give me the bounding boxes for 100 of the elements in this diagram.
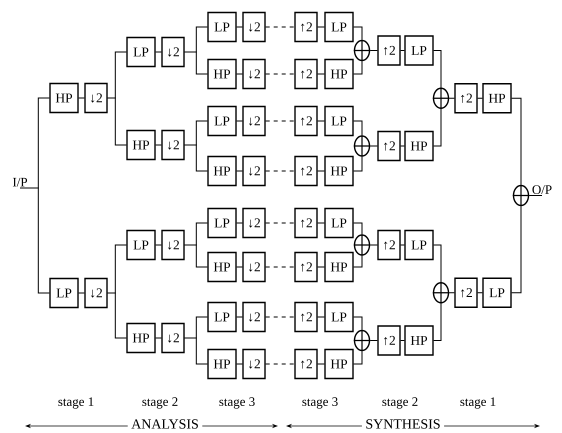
connector-line [236, 120, 243, 122]
stage-label: stage 3 [302, 397, 338, 409]
adder-symbol [432, 86, 450, 110]
filter-box: HP [324, 58, 354, 90]
adder-symbol [353, 329, 371, 352]
filter-box: HP [126, 130, 156, 160]
stage-label: stage 3 [219, 397, 255, 409]
downsampler-box: ↓2 [84, 82, 108, 114]
filter-box: LP [126, 36, 156, 68]
section-label: SYNTHESIS [366, 419, 440, 429]
dashed-line [265, 316, 295, 318]
connector-line [155, 144, 162, 146]
connector-line [317, 120, 325, 122]
connector-line [511, 98, 522, 186]
connector-line [317, 26, 325, 28]
upsampler-box: ↑2 [294, 106, 318, 136]
connector-line [317, 316, 325, 318]
connector-line [477, 98, 483, 99]
connector-line [236, 316, 243, 318]
filter-box: HP [49, 82, 79, 114]
downsampler-box: ↓2 [242, 302, 266, 332]
downsampler-box: ↓2 [161, 230, 185, 260]
adder-symbol [432, 281, 450, 304]
connector-line [477, 292, 483, 294]
connector-line [433, 50, 442, 88]
connector-line [184, 338, 208, 364]
connector-line [433, 108, 442, 146]
connector-line [236, 222, 243, 224]
filter-box: HP [482, 83, 512, 114]
stage-label: stage 2 [142, 397, 178, 409]
connector-line [370, 50, 378, 51]
downsampler-box: ↓2 [242, 58, 266, 90]
upsampler-box: ↑2 [294, 348, 318, 380]
filter-box: HP [404, 325, 434, 356]
dashed-line [265, 222, 295, 224]
downsampler-box: ↓2 [242, 106, 266, 136]
dashed-line [265, 26, 295, 28]
filter-box: HP [126, 322, 156, 354]
downsampler-box: ↓2 [161, 130, 185, 160]
stage-label: stage 1 [58, 397, 94, 409]
connector-line [107, 98, 127, 146]
filter-box: LP [324, 302, 354, 332]
upsampler-box: ↑2 [454, 83, 478, 114]
filter-box: HP [324, 348, 354, 380]
connector-line [353, 255, 362, 268]
upsampler-box: ↑2 [377, 230, 401, 260]
connector-line [107, 292, 127, 338]
connector-line [353, 60, 362, 74]
connector-line [155, 244, 162, 246]
filter-box: HP [207, 58, 237, 90]
connector-line [317, 266, 325, 268]
upsampler-box: ↑2 [294, 252, 318, 282]
connector-line [400, 340, 405, 341]
filter-box: LP [126, 230, 156, 260]
upsampler-box: ↑2 [294, 58, 318, 90]
connector-line [78, 292, 85, 294]
connector-line [184, 52, 208, 74]
filter-box: LP [207, 106, 237, 136]
filter-box: LP [207, 12, 237, 42]
connector-line [448, 292, 455, 294]
connector-line [511, 206, 522, 294]
upsampler-box: ↑2 [294, 156, 318, 186]
connector-line [317, 222, 325, 224]
connector-line [353, 120, 362, 136]
dashed-line [265, 120, 295, 122]
connector-line [370, 340, 378, 341]
connector-line [433, 302, 442, 341]
dashed-line [265, 266, 295, 268]
dashed-line [265, 170, 295, 172]
downsampler-box: ↓2 [84, 278, 108, 308]
connector-line [528, 195, 542, 196]
filter-box: LP [49, 278, 79, 308]
connector-line [236, 266, 243, 268]
filter-box: LP [404, 230, 434, 260]
connector-line [353, 350, 362, 364]
connector-line [400, 50, 405, 51]
connector-line [20, 188, 50, 294]
connector-line [353, 156, 362, 172]
filter-box: LP [207, 208, 237, 238]
downsampler-box: ↓2 [242, 348, 266, 380]
connector-line [370, 244, 378, 246]
connector-line [184, 144, 208, 172]
connector-line [448, 98, 455, 99]
adder-symbol [512, 184, 530, 207]
filter-box: LP [324, 208, 354, 238]
connector-line [317, 170, 325, 172]
adder-symbol [353, 234, 371, 256]
connector-line [353, 316, 362, 330]
signal-label: I/P [12, 178, 28, 186]
adder-symbol [353, 39, 371, 62]
upsampler-box: ↑2 [294, 302, 318, 332]
connector-line [433, 244, 442, 283]
upsampler-box: ↑2 [294, 208, 318, 238]
upsampler-box: ↑2 [454, 278, 478, 308]
filter-box: LP [207, 302, 237, 332]
downsampler-box: ↓2 [161, 322, 185, 354]
filter-box: HP [404, 130, 434, 162]
filter-box: HP [207, 252, 237, 282]
downsampler-box: ↓2 [242, 252, 266, 282]
upsampler-box: ↑2 [377, 130, 401, 162]
